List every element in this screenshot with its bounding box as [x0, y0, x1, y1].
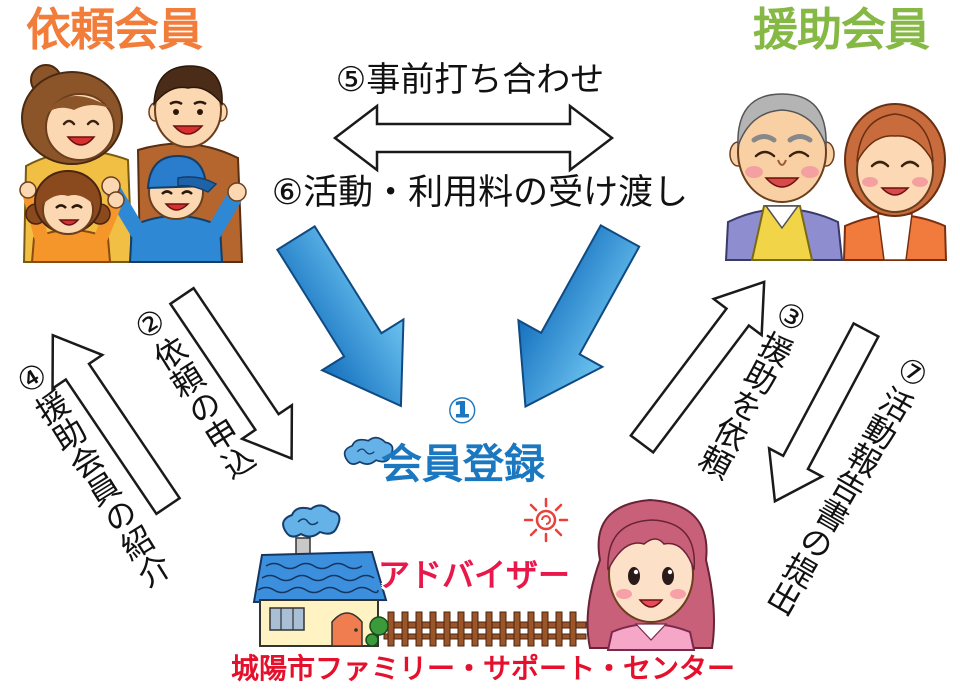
support-center-name: 城陽市ファミリー・サポート・センター [230, 652, 735, 685]
arrow-report [767, 321, 881, 504]
step-meeting-label: ⑤事前打ち合わせ [335, 60, 605, 100]
advisor-illustration [586, 498, 715, 651]
arrow-registration-right [517, 223, 641, 409]
advisor-label: アドバイザー [378, 556, 571, 594]
elderly-man-illustration [724, 93, 844, 261]
requesting-member-title: 依頼会員 [26, 3, 203, 56]
fence [383, 611, 587, 647]
step-payment-label: ⑥活動・利用料の受け渡し [271, 173, 689, 213]
double-arrow-exchange [332, 103, 615, 173]
family-illustration [19, 64, 247, 263]
helping-member-title: 援助会員 [753, 3, 930, 56]
elderly-couple-illustration [724, 93, 948, 261]
sun-icon [523, 497, 569, 543]
arrow-application [168, 286, 294, 461]
cloud-icon [343, 436, 394, 465]
elderly-woman-illustration [842, 103, 948, 261]
arrow-request-help [629, 280, 766, 455]
arrow-registration-left [275, 224, 405, 408]
step-registration-label: 会員登録 [381, 440, 545, 488]
arrow-introduce-helper [51, 333, 182, 516]
house-illustration [252, 537, 587, 647]
cloud-icon [282, 504, 341, 538]
step-registration-number: ① [447, 391, 478, 432]
